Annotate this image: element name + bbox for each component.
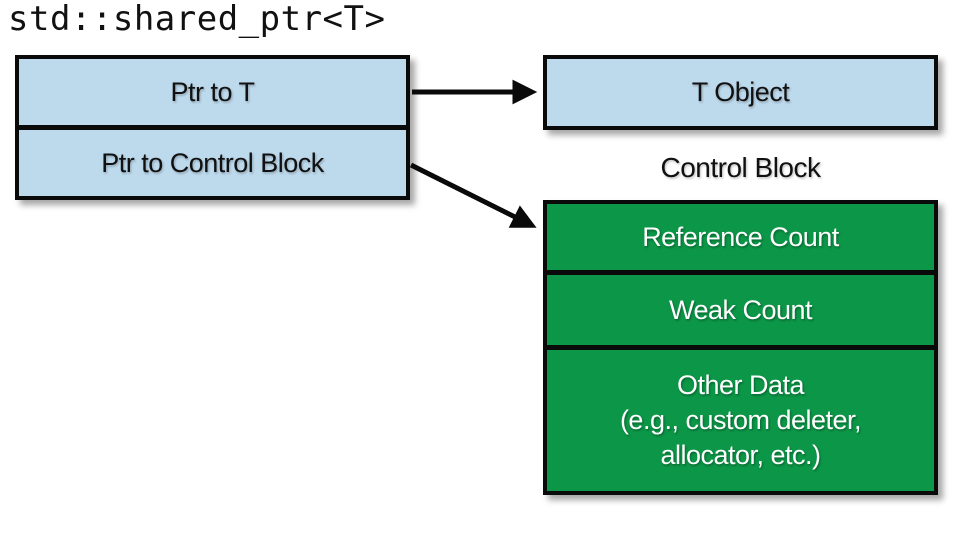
reference-count-label: Reference Count bbox=[642, 221, 839, 252]
other-data-line-2: (e.g., custom deleter, bbox=[619, 405, 862, 435]
other-data-line-3: allocator, etc.) bbox=[660, 440, 821, 470]
ptr-to-t-cell: Ptr to T bbox=[19, 59, 406, 125]
ptr-to-control-block-cell: Ptr to Control Block bbox=[19, 130, 406, 196]
other-data-cell: Other Data (e.g., custom deleter, alloca… bbox=[547, 350, 934, 491]
t-object-box: T Object bbox=[543, 55, 938, 130]
cell-divider bbox=[19, 125, 406, 130]
ptr-to-control-block-label: Ptr to Control Block bbox=[101, 147, 324, 178]
other-data-line-1: Other Data bbox=[676, 370, 805, 400]
weak-count-cell: Weak Count bbox=[547, 275, 934, 345]
t-object-cell: T Object bbox=[547, 59, 934, 126]
cell-divider bbox=[547, 270, 934, 275]
control-block-heading: Control Block bbox=[660, 152, 821, 183]
reference-count-cell: Reference Count bbox=[547, 204, 934, 270]
cell-divider bbox=[547, 345, 934, 350]
shared-ptr-struct-box: Ptr to T Ptr to Control Block bbox=[15, 55, 410, 200]
control-block-box: Reference Count Weak Count Other Data (e… bbox=[543, 200, 938, 495]
diagram-title: std::shared_ptr<T> bbox=[8, 0, 386, 39]
ptr-to-t-label: Ptr to T bbox=[170, 76, 255, 107]
weak-count-label: Weak Count bbox=[668, 294, 813, 325]
t-object-label: T Object bbox=[691, 77, 790, 108]
ptr-to-control-block-arrow bbox=[409, 162, 537, 228]
